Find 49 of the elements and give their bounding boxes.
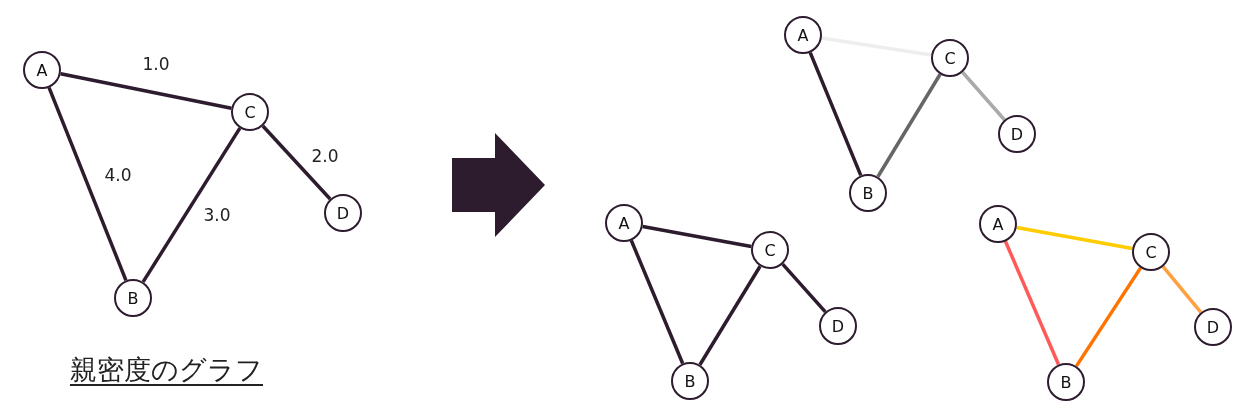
node-label: B <box>127 288 139 308</box>
edge-line <box>876 73 942 178</box>
node-circle <box>979 205 1017 243</box>
node-circle <box>605 204 643 242</box>
node-label: D <box>1010 124 1024 144</box>
node-circle <box>671 362 709 400</box>
edge-line <box>629 239 685 365</box>
edge-line <box>1161 265 1203 314</box>
node-circle <box>1132 233 1170 271</box>
node-circle <box>1047 363 1085 401</box>
caption: 親密度のグラフ <box>70 353 263 387</box>
edge-line <box>808 51 863 177</box>
edge-line <box>821 36 932 57</box>
edge-line <box>1003 240 1061 366</box>
edge-line <box>781 263 827 313</box>
node-circle <box>751 231 789 269</box>
node-circle <box>324 194 362 232</box>
node-label: D <box>831 316 845 336</box>
edge-line <box>642 224 752 249</box>
edge-line <box>961 71 1006 121</box>
edge-line <box>698 265 762 366</box>
node-circle <box>931 39 969 77</box>
node-circle <box>784 16 822 54</box>
node-label: B <box>1060 372 1072 392</box>
edge-line <box>47 87 128 281</box>
node-label: A <box>992 214 1004 234</box>
node-circle <box>23 51 61 89</box>
node-circle <box>998 115 1036 153</box>
edge-line <box>1016 225 1133 251</box>
node-label: A <box>618 213 630 233</box>
edge-line <box>141 127 242 283</box>
node-label: C <box>244 102 256 122</box>
node-circle <box>819 307 857 345</box>
node-label: A <box>36 60 48 80</box>
node-label: C <box>944 48 956 68</box>
edge-line <box>60 72 232 110</box>
edge-line <box>1074 266 1143 368</box>
edge-line <box>261 124 332 201</box>
node-circle <box>231 93 269 131</box>
node-label: D <box>1206 317 1220 337</box>
node-label: D <box>336 203 350 223</box>
node-label: B <box>684 371 696 391</box>
node-label: A <box>797 25 809 45</box>
node-circle <box>114 279 152 317</box>
node-circle <box>1194 308 1232 346</box>
node-label: C <box>1145 242 1157 262</box>
node-label: C <box>764 240 776 260</box>
node-circle <box>849 174 887 212</box>
node-label: B <box>862 183 874 203</box>
